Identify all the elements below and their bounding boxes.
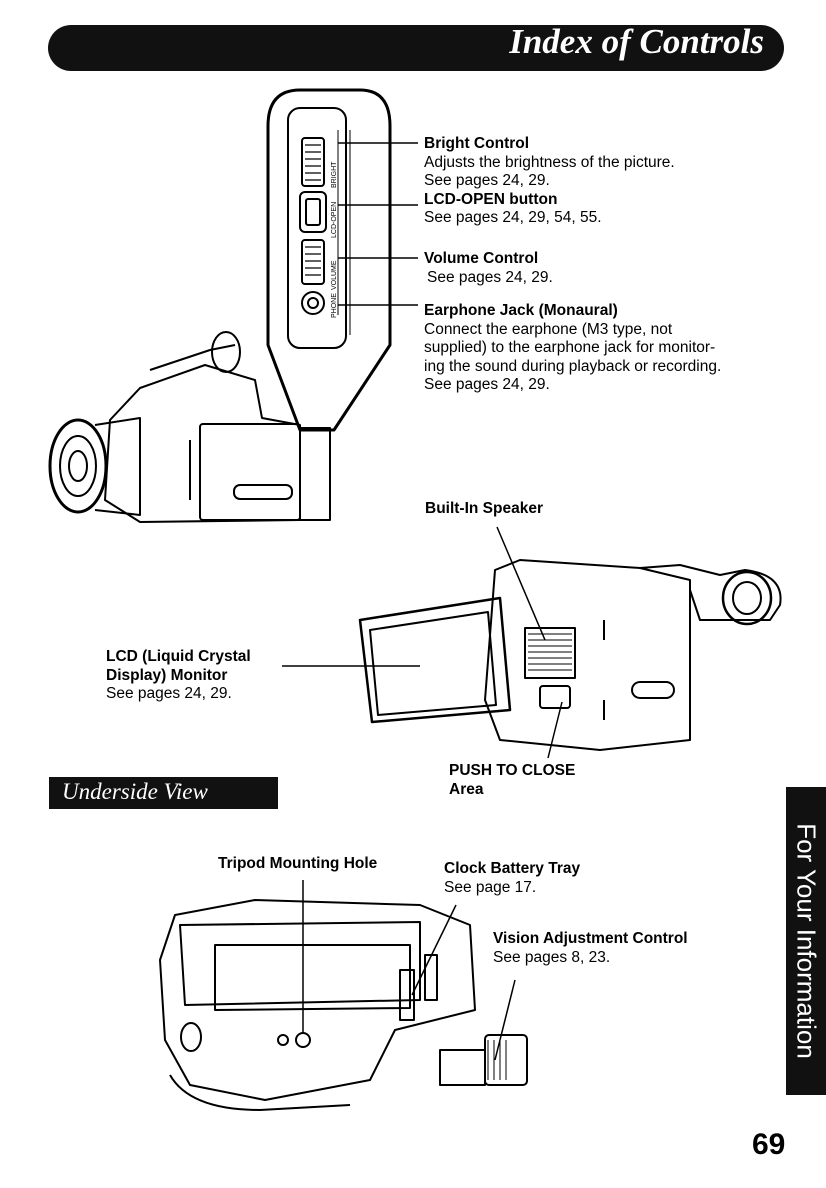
bright-control-callout: Bright Control Adjusts the brightness of… — [424, 135, 784, 228]
panel-label-phone: PHONE — [331, 293, 338, 318]
built-in-speaker-label: Built-In Speaker — [425, 500, 543, 517]
vision-adjustment-title: Vision Adjustment Control — [493, 930, 688, 947]
section-side-tab — [786, 787, 826, 1095]
lcd-monitor-callout: LCD (Liquid Crystal Display) Monitor See… — [106, 648, 251, 704]
clock-battery-pages: See page 17. — [444, 878, 537, 896]
panel-label-volume: VOLUME — [331, 260, 338, 290]
lcd-open-title: LCD-OPEN button — [424, 190, 558, 208]
underside-heading-bar — [49, 777, 278, 809]
underside-heading: Underside View — [62, 779, 208, 804]
section-side-tab-label: For Your Information — [791, 823, 822, 1059]
earphone-jack-pages: See pages 24, 29. — [424, 376, 550, 394]
earphone-jack-callout: Earphone Jack (Monaural) Connect the ear… — [424, 302, 784, 395]
bright-control-title: Bright Control — [424, 135, 530, 152]
page-number: 69 — [752, 1128, 786, 1161]
panel-label-bright: BRIGHT — [331, 161, 338, 188]
header-bar — [48, 25, 784, 71]
volume-control-pages: See pages 24, 29. — [427, 268, 553, 286]
control-panel-magnified — [266, 88, 392, 432]
volume-control-title: Volume Control — [424, 250, 539, 267]
bright-control-desc: Adjusts the brightness of the picture. — [424, 153, 675, 171]
push-to-close-callout: PUSH TO CLOSE Area — [449, 762, 575, 799]
push-to-close-area: Area — [449, 780, 484, 798]
panel-label-lcd-open: LCD-OPEN — [331, 202, 338, 238]
lcd-monitor-pages: See pages 24, 29. — [106, 685, 232, 703]
lcd-monitor-title-2: Display) Monitor — [106, 666, 228, 684]
clock-battery-title: Clock Battery Tray — [444, 860, 581, 877]
camcorder-underside-view — [159, 899, 528, 1111]
bright-control-pages: See pages 24, 29. — [424, 172, 550, 190]
camcorder-side-view — [48, 331, 331, 523]
earphone-jack-desc-3: ing the sound during playback or recordi… — [424, 357, 722, 375]
clock-battery-callout: Clock Battery Tray See page 17. — [444, 860, 580, 897]
page-title: Index of Controls — [509, 22, 764, 61]
volume-control-callout: Volume Control See pages 24, 29. — [424, 250, 784, 287]
tripod-mounting-hole-label: Tripod Mounting Hole — [218, 855, 378, 872]
lcd-monitor-title-1: LCD (Liquid Crystal — [106, 648, 251, 665]
earphone-jack-title: Earphone Jack (Monaural) — [424, 302, 618, 319]
camcorder-lcd-open-view — [358, 559, 782, 751]
lcd-open-pages: See pages 24, 29, 54, 55. — [424, 209, 602, 227]
vision-adjustment-pages: See pages 8, 23. — [493, 948, 611, 966]
earphone-jack-desc-1: Connect the earphone (M3 type, not — [424, 320, 673, 338]
earphone-jack-desc-2: supplied) to the earphone jack for monit… — [424, 339, 716, 357]
vision-adjustment-callout: Vision Adjustment Control See pages 8, 2… — [493, 930, 688, 967]
push-to-close-title: PUSH TO CLOSE — [449, 762, 576, 779]
